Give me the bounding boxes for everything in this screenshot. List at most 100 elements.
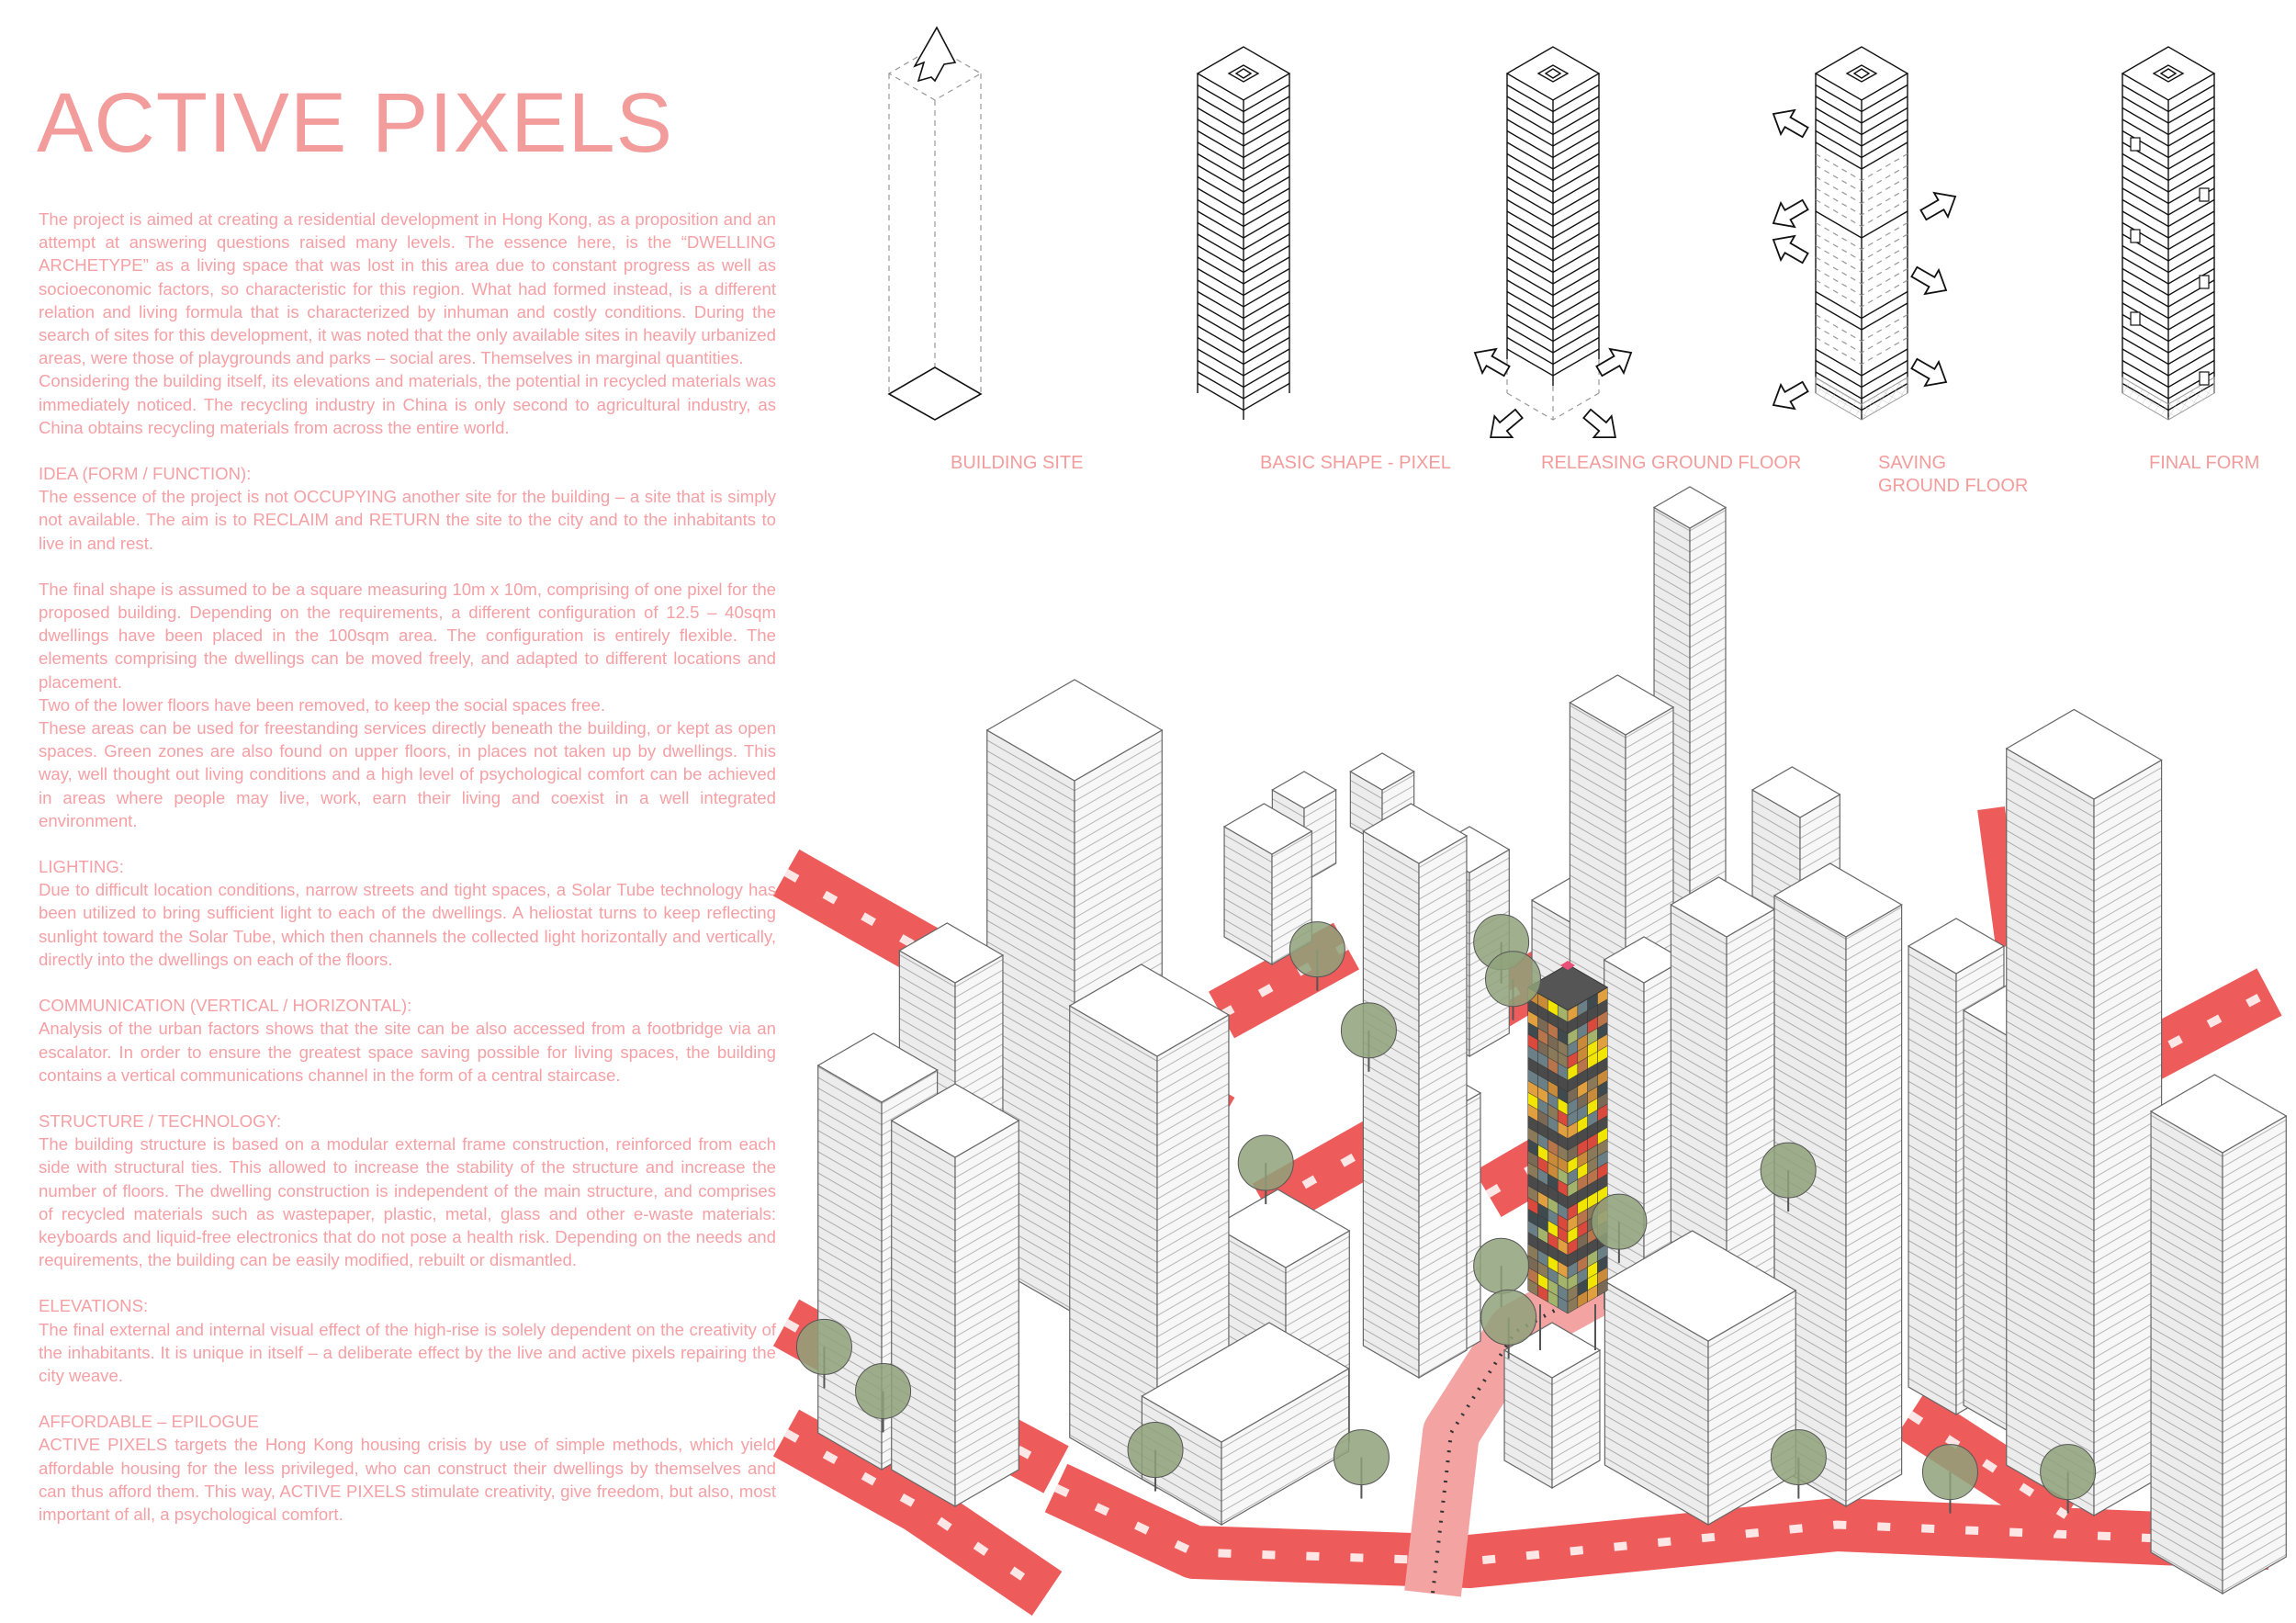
arrow-icon — [1910, 357, 1948, 388]
label-releasing-ground-floor: RELEASING GROUND FLOOR — [1541, 453, 1802, 473]
floor-line — [1815, 175, 1908, 205]
floor-line — [1815, 313, 1908, 343]
floor-line — [2122, 152, 2215, 182]
tower-top-inner — [2152, 64, 2185, 83]
tree — [1237, 1134, 1294, 1205]
floor-line — [1197, 141, 1290, 170]
label-basic-shape: BASIC SHAPE - PIXEL — [1260, 453, 1451, 473]
section-heading: IDEA (FORM / FUNCTION): — [39, 464, 252, 484]
floor-line — [1815, 244, 1908, 274]
tower-top-inner — [1227, 64, 1260, 83]
tower-top-inner — [2159, 68, 2178, 79]
floor-line — [1197, 290, 1290, 320]
floor-line — [1197, 348, 1290, 377]
floor-line — [1815, 84, 1908, 113]
floor-line — [1815, 359, 1908, 389]
floor-line — [2122, 325, 2215, 354]
floor-line — [1815, 221, 1908, 251]
label-saving-line2: GROUND FLOOR — [1878, 476, 2029, 496]
tree-crown-icon — [1484, 951, 1541, 1008]
building-right-face — [954, 1119, 1019, 1508]
section-heading: COMMUNICATION (VERTICAL / HORIZONTAL): — [39, 996, 412, 1016]
floor-line — [1197, 244, 1290, 274]
floor-line — [1815, 164, 1908, 193]
floor-line — [1506, 107, 1600, 136]
building-roof — [2005, 708, 2163, 800]
tree-crown-icon — [1340, 1002, 1397, 1059]
floor-line — [1197, 198, 1290, 228]
tree-crown-icon — [1237, 1134, 1294, 1191]
section-paragraph: These areas can be used for freestanding… — [39, 718, 776, 830]
tree-crown-icon — [1333, 1429, 1390, 1486]
floor-line — [2122, 336, 2215, 366]
floor-line — [1506, 256, 1600, 285]
tower-top-inner — [1544, 68, 1562, 79]
floor-line — [1197, 84, 1290, 113]
city-buildings — [795, 486, 2288, 1595]
floor-line — [1815, 290, 1908, 320]
building-right-face — [1418, 834, 1468, 1380]
floor-line — [2122, 187, 2215, 216]
floor-line — [1197, 107, 1290, 136]
floor-line — [1815, 107, 1908, 136]
floor-line — [1815, 256, 1908, 285]
building-left-face — [2150, 1110, 2223, 1595]
text-section: COMMUNICATION (VERTICAL / HORIZONTAL):An… — [39, 994, 776, 1087]
tree-crown-icon — [795, 1318, 852, 1375]
building-roof — [1569, 674, 1675, 736]
floor-line — [1506, 325, 1600, 354]
section-heading: ELEVATIONS: — [39, 1296, 149, 1316]
section-paragraph: The project is aimed at creating a resid… — [39, 209, 776, 368]
dwelling-notch — [2130, 137, 2141, 152]
floor-line — [1506, 233, 1600, 262]
tree — [1484, 951, 1541, 1020]
tower-top-inner — [1852, 68, 1871, 79]
floor-line — [1506, 130, 1600, 159]
tree — [1340, 1002, 1397, 1072]
diagram-final-form — [2121, 46, 2216, 421]
floor-line — [2122, 164, 2215, 193]
arrow-icon — [1595, 347, 1633, 378]
section-heading: STRUCTURE / TECHNOLOGY: — [39, 1110, 282, 1131]
text-section: LIGHTING:Due to difficult location condi… — [39, 855, 776, 971]
floor-line — [1197, 233, 1290, 262]
building-roof — [1362, 803, 1469, 864]
building-roof — [1349, 752, 1415, 791]
section-paragraph: Two of the lower floors have been remove… — [39, 694, 606, 715]
building-roof — [1907, 918, 2006, 975]
floor-line — [1506, 313, 1600, 343]
floor-line — [2122, 244, 2215, 274]
tower-top — [1814, 46, 1909, 101]
floor-line — [1197, 302, 1290, 331]
floor-line — [1506, 198, 1600, 228]
floor-line — [1506, 221, 1600, 251]
dwelling-notch — [2130, 311, 2141, 326]
floor-line — [1506, 279, 1600, 308]
building — [1362, 803, 1469, 1380]
section-paragraph: The final shape is assumed to be a squar… — [39, 579, 776, 692]
building-roof — [1141, 1322, 1350, 1443]
section-paragraph: ACTIVE PIXELS targets the Hong Kong hous… — [39, 1435, 776, 1524]
floor-line — [2122, 256, 2215, 285]
floor-line — [2122, 96, 2215, 124]
building — [890, 1083, 1020, 1508]
floor-line — [1197, 359, 1290, 389]
floor-line — [1197, 221, 1290, 251]
building-roof — [1604, 1230, 1797, 1342]
building-left-face — [2006, 747, 2095, 1517]
text-section: STRUCTURE / TECHNOLOGY:The building stru… — [39, 1110, 776, 1271]
tower-top — [1196, 46, 1291, 101]
tree-crown-icon — [2040, 1444, 2097, 1501]
floor-line — [1506, 210, 1600, 239]
building-roof — [1773, 862, 1903, 938]
building-roof — [1271, 771, 1337, 809]
floor-line — [1506, 336, 1600, 366]
floor-line — [1197, 256, 1290, 285]
arrow-icon — [1772, 108, 1809, 139]
tree-crown-icon — [1921, 1444, 1978, 1501]
floor-line — [1506, 164, 1600, 193]
floor-line — [1815, 279, 1908, 308]
text-section: ELEVATIONS:The final external and intern… — [39, 1294, 776, 1387]
floor-line — [1197, 164, 1290, 193]
floor-line — [1815, 141, 1908, 170]
